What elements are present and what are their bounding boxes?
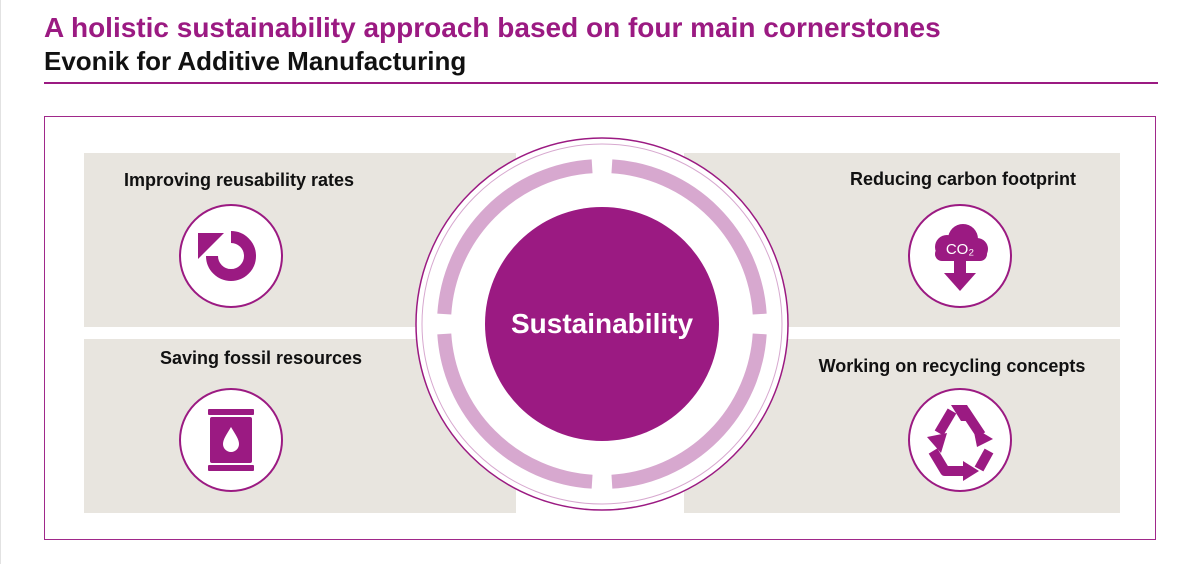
hub-core-circle (485, 207, 719, 441)
hub-label: Sustainability (510, 308, 694, 339)
oil-barrel-icon (178, 387, 284, 493)
sustainability-hub (415, 137, 789, 511)
co2-cloud-down-icon: CO₂ (907, 203, 1013, 309)
page-title: A holistic sustainability approach based… (44, 12, 941, 43)
circular-arrow-icon (178, 203, 284, 309)
header-divider (44, 82, 1158, 84)
cornerstone-label-carbon: Reducing carbon footprint (850, 169, 1076, 189)
ring-segment-bottom-right (611, 333, 767, 489)
ring-segment-top-right (611, 159, 767, 315)
cornerstone-label-fossil: Saving fossil resources (159, 348, 363, 368)
cornerstone-label-reusability: Improving reusability rates (123, 170, 355, 190)
diagram-frame (44, 116, 1156, 540)
ring-segment-bottom-left (437, 333, 593, 489)
cornerstone-label-recycling: Working on recycling concepts (818, 356, 1086, 376)
recycle-icon (907, 387, 1013, 493)
hub-ring-segments (437, 159, 767, 489)
co2-text: CO₂ (946, 241, 975, 258)
page-edge-rule (0, 0, 1, 564)
ring-segment-top-left (437, 159, 593, 315)
page-subtitle: Evonik for Additive Manufacturing (44, 46, 467, 76)
